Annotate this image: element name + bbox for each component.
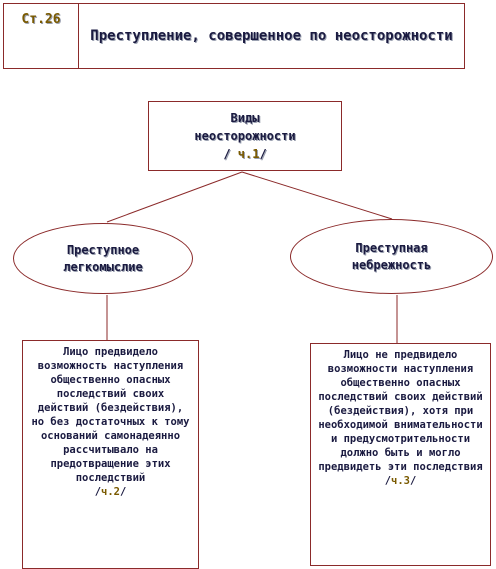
negligence-node: Преступная небрежность xyxy=(290,219,493,294)
recklessness-part-ref: /ч.2/ xyxy=(94,486,127,498)
recklessness-node: Преступное легкомыслие xyxy=(13,223,193,294)
negligence-label: Преступная небрежность xyxy=(351,240,432,272)
negligence-description: Лицо не предвидело возможности наступлен… xyxy=(318,349,483,473)
connector-types-left xyxy=(106,171,243,223)
types-part-ref: / ч.1/ xyxy=(223,147,267,161)
recklessness-description-box: Лицо предвидело возможность наступления … xyxy=(22,340,199,569)
recklessness-label: Преступное легкомыслие xyxy=(63,242,143,274)
negligence-part-label: ч.3 xyxy=(391,475,410,487)
types-line2: неосторожности xyxy=(194,129,296,143)
article-title-box: Преступление, совершенное по неосторожно… xyxy=(78,3,465,69)
negligence-part-ref: /ч.3/ xyxy=(384,475,417,487)
types-part-label: ч.1 xyxy=(237,147,260,161)
article-code-box: Ст.26 xyxy=(3,3,79,69)
article-title: Преступление, совершенное по неосторожно… xyxy=(90,28,453,44)
types-box: Виды неосторожности / ч.1/ xyxy=(148,101,342,171)
article-code: Ст.26 xyxy=(21,12,61,27)
types-line1: Виды xyxy=(230,111,260,125)
recklessness-part-label: ч.2 xyxy=(101,486,120,498)
negligence-description-box: Лицо не предвидело возможности наступлен… xyxy=(310,343,491,566)
recklessness-description: Лицо предвидело возможность наступления … xyxy=(31,346,190,484)
connector-types-right xyxy=(241,171,393,220)
